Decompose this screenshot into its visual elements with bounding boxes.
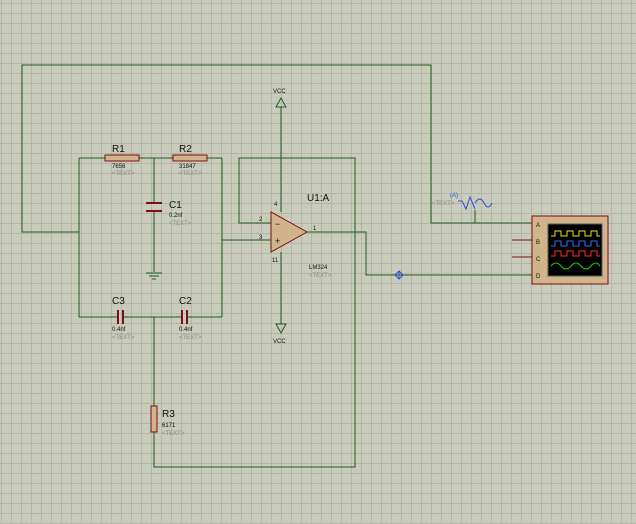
c1-text: <TEXT> [169, 221, 192, 227]
r2-ref: R2 [179, 144, 192, 155]
wires [21, 64, 532, 468]
c3-ref: C3 [112, 296, 125, 307]
c2-value: 0.4nf [179, 327, 193, 333]
probe-text: <TEXT> [432, 201, 455, 207]
vcc-top-terminal[interactable]: VCC [273, 89, 287, 108]
vcc-bottom-terminal[interactable]: VCC [273, 323, 287, 345]
c1-ref: C1 [169, 200, 182, 211]
r2-text: <TEXT> [179, 171, 202, 177]
scope-channel-c: C [536, 257, 541, 263]
trace-b [551, 240, 600, 247]
opamp-pin-noninv: 3 [259, 235, 263, 241]
r1-value: 7656 [112, 164, 126, 170]
opamp-plus-sign: + [275, 236, 280, 246]
capacitor-c1[interactable]: C1 0.2nf <TEXT> [146, 200, 192, 227]
oscilloscope[interactable]: A B C D [512, 215, 609, 285]
opamp-pin-vminus: 11 [272, 258, 279, 264]
c3-text: <TEXT> [112, 335, 135, 341]
trace-c [551, 250, 600, 257]
c1-value: 0.2nf [169, 213, 183, 219]
r2-value: 31847 [179, 164, 196, 170]
r3-text: <TEXT> [162, 431, 185, 437]
vcc-top-label: VCC [273, 89, 286, 95]
voltage-probe-marker[interactable] [394, 270, 404, 280]
r3-value: 6171 [162, 423, 176, 429]
r3-bottom-wire [153, 157, 356, 468]
opamp-pin-inv: 2 [259, 217, 263, 223]
capacitor-c2[interactable]: C2 0.4nf <TEXT> [179, 296, 202, 341]
scope-screen [547, 223, 603, 277]
signal-probe[interactable]: (A) <TEXT> [432, 193, 493, 211]
scope-channel-b: B [536, 240, 540, 246]
c3-value: 0.4nf [112, 327, 126, 333]
opamp-value: LM324 [309, 265, 328, 271]
capacitor-c3[interactable]: C3 0.4nf <TEXT> [112, 296, 135, 341]
opamp-ref: U1:A [307, 193, 330, 204]
opamp-pin-out: 1 [313, 226, 317, 232]
probe-arrow-icon [458, 195, 476, 211]
opamp-minus-sign: − [275, 219, 280, 229]
resistor-r1[interactable]: R1 7656 <TEXT> [104, 144, 140, 177]
r1-ref: R1 [112, 144, 125, 155]
vcc-bottom-label: VCC [273, 339, 286, 345]
c2-text: <TEXT> [179, 335, 202, 341]
r3-ref: R3 [162, 409, 175, 420]
resistor-r2[interactable]: R2 31847 <TEXT> [172, 144, 208, 177]
ground-icon [146, 272, 162, 280]
feedback-wire [21, 64, 532, 233]
scope-channel-a: A [536, 223, 540, 229]
c2-ref: C2 [179, 296, 192, 307]
scope-channel-d: D [536, 274, 541, 280]
opamp-u1[interactable]: − + 2 3 1 4 11 U1:A LM324 <TEXT> [258, 193, 332, 279]
opamp-text: <TEXT> [309, 273, 332, 279]
sine-wave-icon [474, 198, 493, 208]
r1-text: <TEXT> [112, 171, 135, 177]
opamp-pin-vplus: 4 [274, 202, 278, 208]
output-wire [307, 231, 532, 276]
trace-d [550, 262, 601, 270]
resistor-r3[interactable]: R3 6171 <TEXT> [150, 405, 185, 437]
trace-a [551, 230, 600, 237]
probe-label: (A) [450, 193, 458, 199]
